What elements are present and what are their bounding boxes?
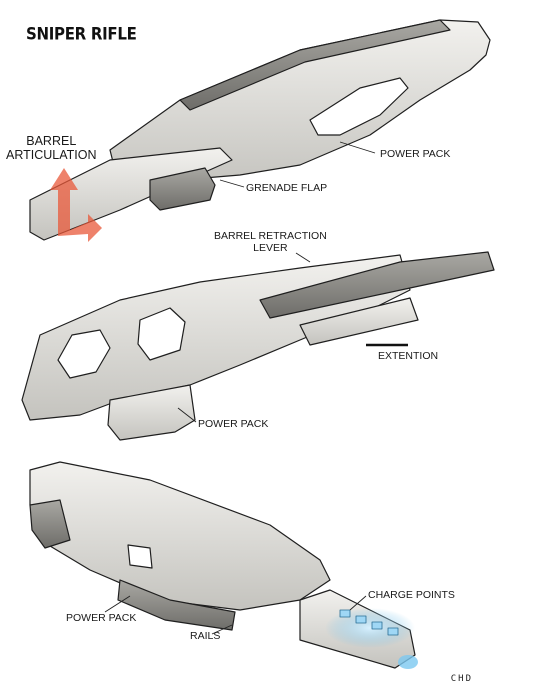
label-grenade-flap: GRENADE FLAP xyxy=(246,182,328,194)
label-extention: EXTENTION xyxy=(378,350,439,362)
leader-power-pack-top xyxy=(339,141,376,154)
label-barrel-retraction-line1: BARREL RETRACTION xyxy=(214,230,327,242)
label-power-pack-middle: POWER PACK xyxy=(198,418,269,430)
label-rails: RAILS xyxy=(190,630,221,642)
rifle-view-bottom xyxy=(29,461,418,669)
charge-point xyxy=(355,615,367,624)
charge-point xyxy=(387,627,399,636)
rifle-middle-grip-cutout xyxy=(137,307,186,361)
label-barrel-articulation-line2: ARTICULATION xyxy=(6,148,97,162)
artist-signature: CHD xyxy=(450,674,473,684)
rifle-top-grenade-tube xyxy=(149,167,216,211)
label-barrel-articulation-line1: BARREL xyxy=(26,134,77,148)
rifle-view-middle xyxy=(21,251,495,441)
charge-points-glow xyxy=(325,608,415,648)
charge-point xyxy=(339,609,351,618)
rifle-bottom-side-panel xyxy=(29,499,71,549)
rifle-middle-front-tube xyxy=(299,297,419,346)
label-barrel-articulation: BARREL ARTICULATION xyxy=(6,134,97,162)
rifle-top-power-pack-cutout xyxy=(309,77,409,136)
rifle-top-rail xyxy=(179,19,451,111)
label-charge-points: CHARGE POINTS xyxy=(368,589,455,601)
leader-charge-points xyxy=(349,595,367,611)
rifle-bottom-grip-window xyxy=(127,544,153,569)
rifle-middle-barrel xyxy=(259,251,495,319)
sheet-title: SNIPER RIFLE xyxy=(26,24,137,44)
rifle-view-top xyxy=(29,19,491,242)
leader-rails xyxy=(211,624,233,635)
rifle-bottom-rails xyxy=(117,579,236,631)
rifle-bottom-body xyxy=(29,461,331,611)
rifle-middle-power-pack xyxy=(107,384,196,441)
label-power-pack-bottom: POWER PACK xyxy=(66,612,137,624)
charge-points xyxy=(339,609,399,636)
leader-barrel-retraction-lever xyxy=(295,252,311,263)
barrel-tip-glow xyxy=(398,655,418,669)
label-power-pack-top: POWER PACK xyxy=(380,148,451,160)
label-barrel-retraction-lever: BARREL RETRACTION LEVER xyxy=(214,230,327,254)
charge-point xyxy=(371,621,383,630)
leader-grenade-flap xyxy=(219,179,245,188)
label-barrel-retraction-line2: LEVER xyxy=(253,242,288,254)
leader-power-pack-bottom xyxy=(104,595,131,613)
rifle-middle-stock-cutout xyxy=(57,329,111,379)
callout-leaders xyxy=(104,141,376,635)
barrel-articulation-arrow xyxy=(50,168,102,242)
leader-power-pack-middle xyxy=(177,407,197,423)
